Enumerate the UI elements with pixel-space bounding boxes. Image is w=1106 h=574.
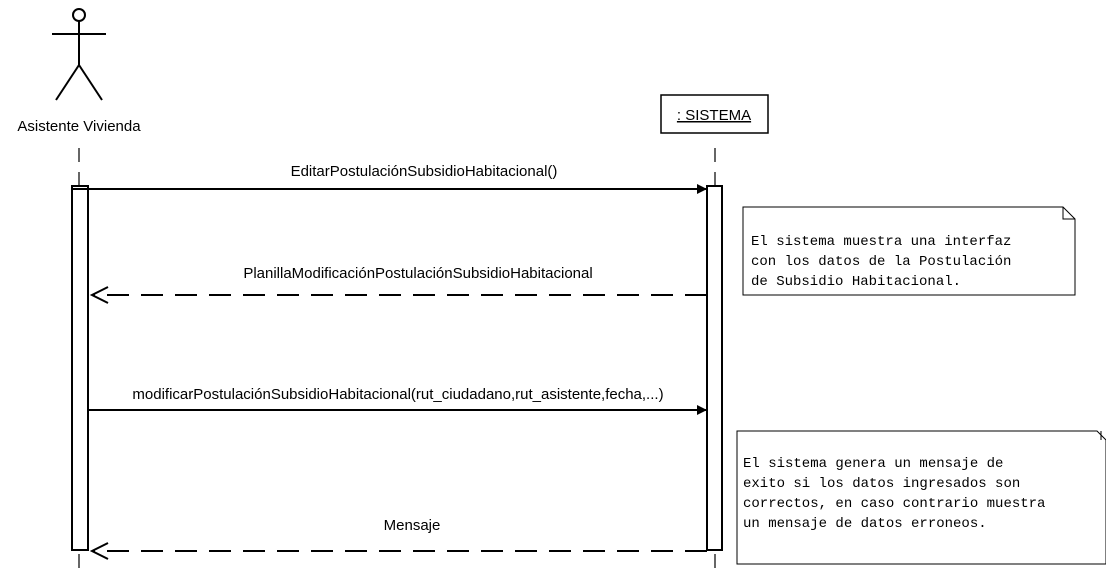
message-4-label: Mensaje	[384, 517, 441, 534]
message-1-label: EditarPostulaciónSubsidioHabitacional()	[291, 163, 558, 180]
system-name: : SISTEMA	[677, 107, 751, 124]
note-1-line-3: de Subsidio Habitacional.	[751, 274, 961, 290]
note-2-line-2: exito si los datos ingresados son	[743, 476, 1020, 492]
message-3-label: modificarPostulaciónSubsidioHabitacional…	[132, 386, 663, 403]
message-2-arrowhead	[89, 286, 109, 304]
actor-name: Asistente Vivienda	[17, 118, 141, 135]
actor-figure	[52, 8, 106, 101]
message-2-label: PlanillaModificaciónPostulaciónSubsidioH…	[243, 265, 592, 282]
note-1-line-1: El sistema muestra una interfaz	[751, 234, 1011, 250]
note-1: El sistema muestra una interfaz con los …	[742, 206, 1076, 296]
note-2: El sistema genera un mensaje de exito si…	[736, 430, 1106, 565]
system-activation-bar	[706, 185, 723, 551]
message-4-arrowhead	[89, 542, 109, 560]
note-2-line-3: correctos, en caso contrario muestra	[743, 496, 1045, 512]
system-box	[660, 94, 769, 134]
note-1-line-2: con los datos de la Postulación	[751, 254, 1011, 270]
note-2-line-4: un mensaje de datos erroneos.	[743, 516, 987, 532]
actor-activation-bar	[71, 185, 89, 551]
note-2-line-1: El sistema genera un mensaje de	[743, 456, 1003, 472]
